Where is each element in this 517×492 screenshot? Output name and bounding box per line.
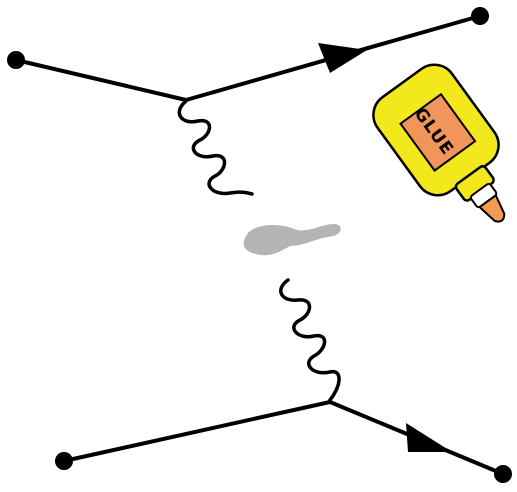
upper-arrow-icon [318,43,367,73]
lower-left-endpoint [55,452,73,470]
upper-left-endpoint [7,51,25,69]
glue-bottle-icon: GLUE [372,63,506,223]
upper-fermion-line [7,7,489,102]
upper-incoming-line [14,58,188,102]
lower-incoming-line [62,400,332,463]
lower-fermion-line [55,400,512,483]
lower-right-endpoint [494,465,512,483]
upper-photon-wave [177,99,254,196]
glue-smear [243,224,341,256]
glue-bottle-nozzle [478,193,506,223]
glue-bottle-label [399,92,477,172]
upper-right-endpoint [471,7,489,25]
lower-arrow-icon [406,423,452,452]
lower-photon-wave [279,278,341,402]
